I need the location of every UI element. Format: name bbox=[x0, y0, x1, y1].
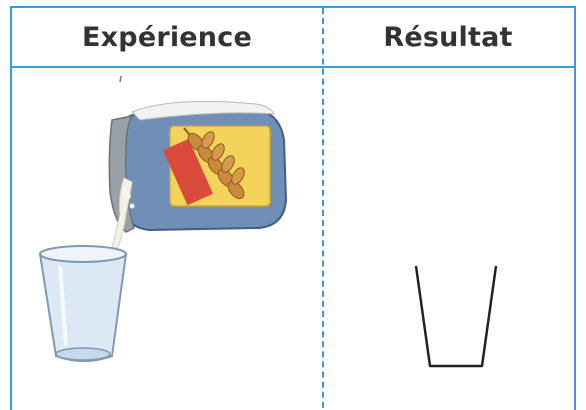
cup-icon bbox=[40, 246, 126, 361]
empty-cup-icon bbox=[416, 266, 496, 366]
stray-mark bbox=[120, 76, 121, 82]
flour-bag-icon bbox=[109, 101, 286, 248]
